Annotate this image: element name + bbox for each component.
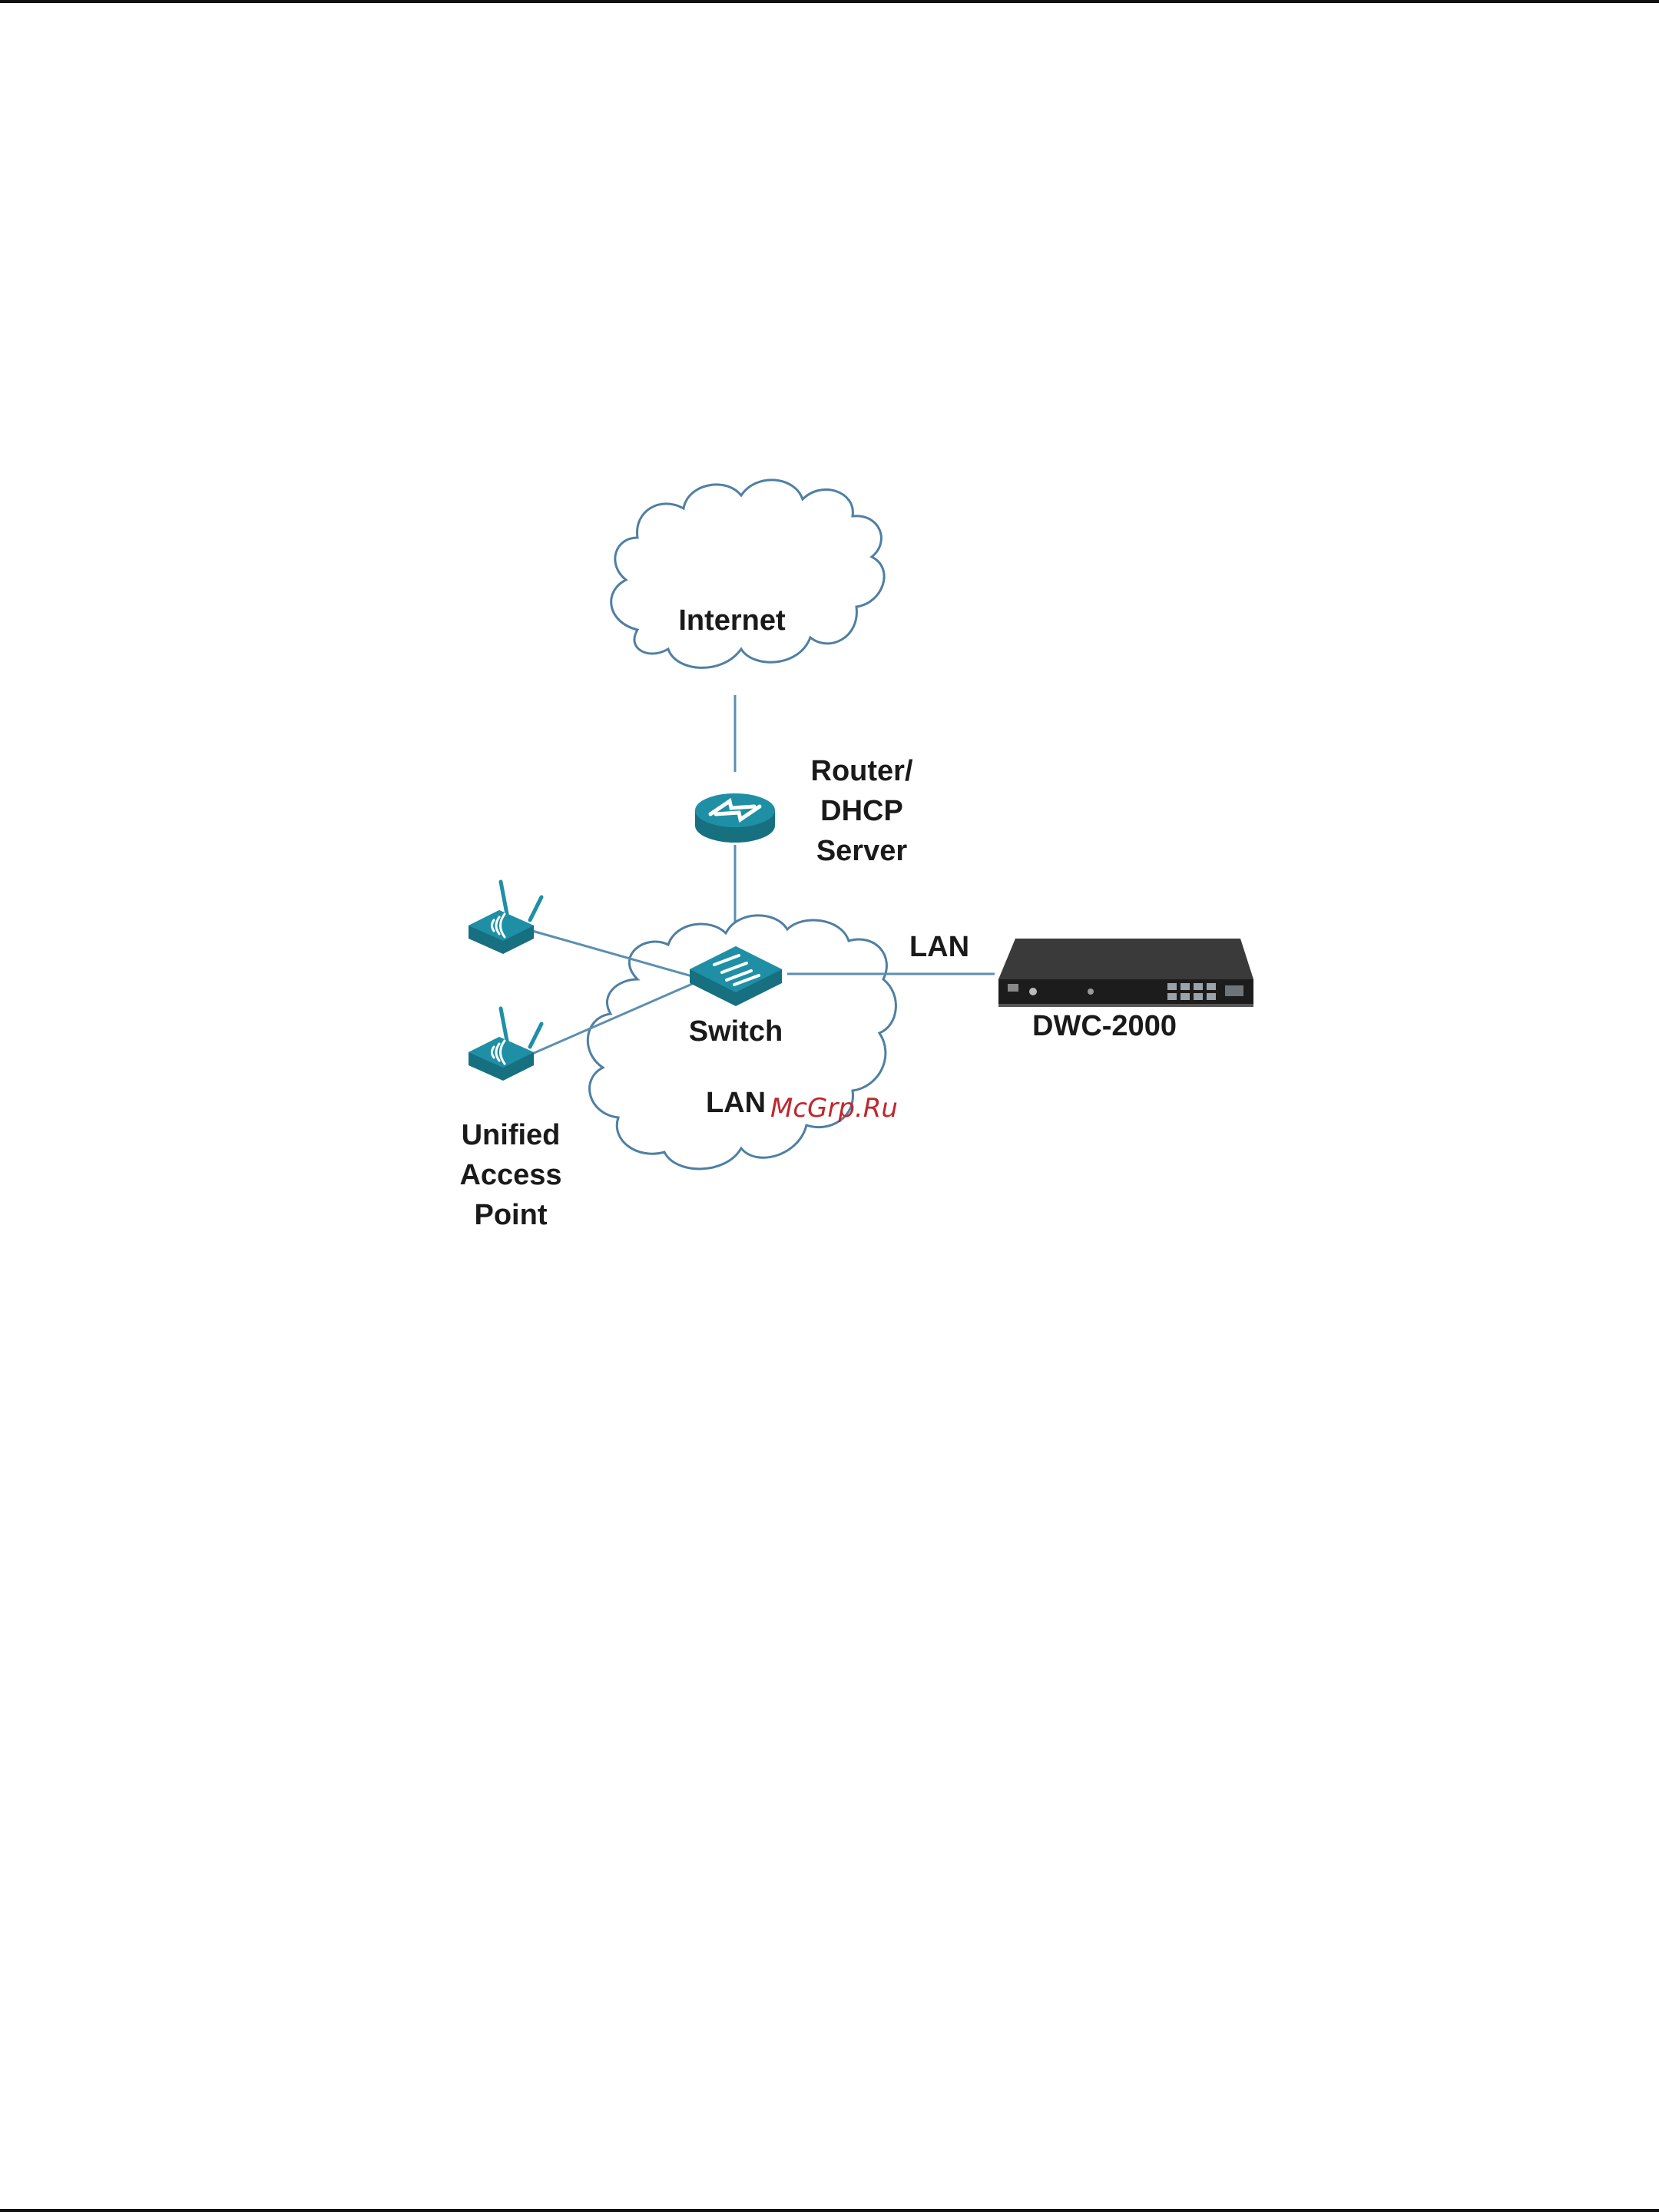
router-icon [695, 793, 775, 843]
watermark-text: McGrp.Ru [770, 1093, 898, 1124]
ap-label-line1: Unified [462, 1119, 561, 1151]
router-label-line1: Router/ [811, 755, 913, 787]
ap-label-line3: Point [475, 1199, 548, 1231]
controller-label: DWC-2000 [1032, 1010, 1177, 1042]
switch-label: Switch [689, 1015, 783, 1048]
lan-cloud-label: LAN [706, 1087, 766, 1119]
router-label-line2: DHCP [820, 795, 903, 827]
lan-link-label: LAN [909, 931, 969, 963]
router-label-line3: Server [816, 835, 908, 867]
internet-label: Internet [678, 604, 786, 637]
controller-device-icon [998, 939, 1253, 1007]
ap-label-line2: Access [459, 1159, 561, 1191]
internet-cloud-icon [611, 480, 884, 668]
access-point-icon [469, 882, 541, 954]
access-point-icon [469, 1008, 541, 1081]
